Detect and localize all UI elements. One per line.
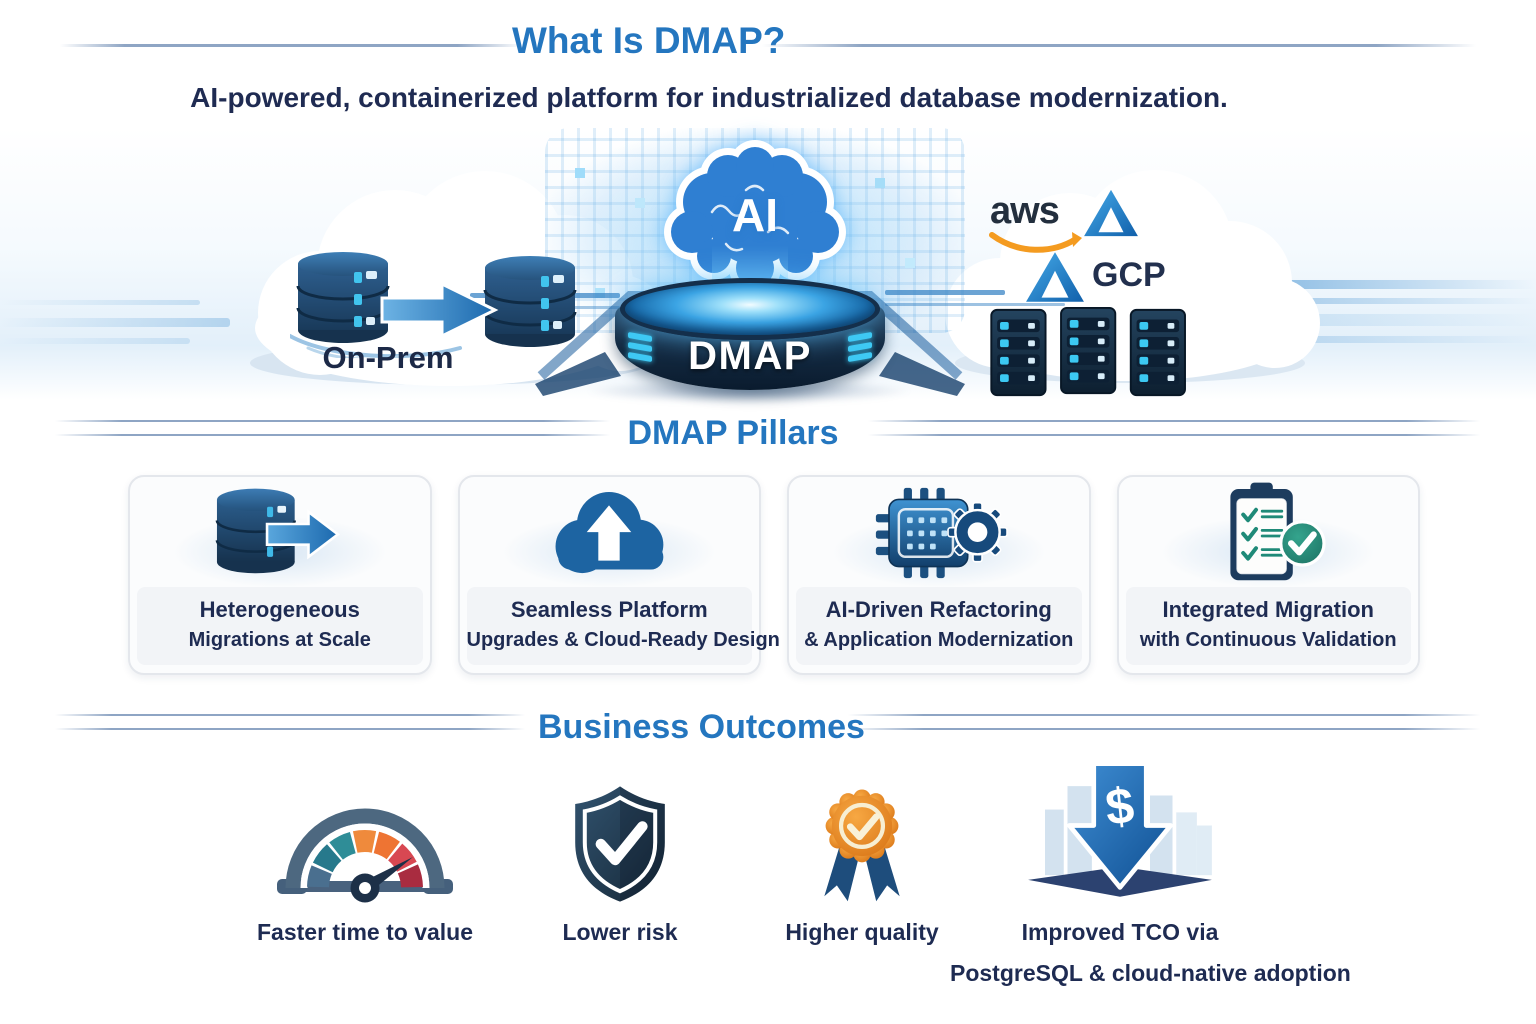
- pedestal-top-glow: [620, 278, 880, 340]
- outcome-label: Higher quality: [785, 919, 939, 945]
- outcome-label: Faster time to value: [256, 919, 474, 945]
- outcome-improved-tco: $ Improved TCO via PostgreSQL & cloud-na…: [950, 761, 1351, 990]
- pillars-divider-left: [55, 420, 610, 436]
- ai-label: AI: [732, 189, 778, 241]
- circuit-trace: [885, 303, 1065, 306]
- dmap-platform: DMAP: [584, 278, 914, 404]
- background-streak: [1210, 298, 1536, 304]
- card-title-line1: AI-Driven Refactoring: [825, 597, 1052, 622]
- card-icon-area: [130, 477, 430, 589]
- brain-graphic: [664, 140, 846, 294]
- on-prem-databases-icon: [290, 250, 577, 358]
- speedometer-icon: [277, 808, 453, 903]
- outcome-icon-area: $: [950, 761, 1290, 908]
- outcome-label-line2: PostgreSQL & cloud-native adoption: [950, 960, 1351, 986]
- card-title-line2: & Application Modernization: [804, 629, 1074, 651]
- aws-logo: aws: [990, 190, 1060, 232]
- hero-illustration: On-Prem: [0, 128, 1536, 404]
- outcomes-divider-right: [848, 714, 1480, 730]
- background-streak: [0, 318, 230, 327]
- gcp-logo: GCP: [1092, 256, 1166, 294]
- award-ribbon-icon: [824, 789, 900, 902]
- card-label: Seamless Platform Upgrades & Cloud-Ready…: [466, 587, 780, 665]
- card-title-line1: Integrated Migration: [1162, 597, 1374, 622]
- outcome-icon-area: [245, 768, 485, 908]
- card-label: Heterogeneous Migrations at Scale: [137, 587, 423, 665]
- card-title-line2: with Continuous Validation: [1139, 629, 1397, 651]
- outcome-faster-time-to-value: Faster time to value: [245, 768, 485, 949]
- card-icon-area: [1119, 477, 1419, 589]
- card-icon-area: [460, 477, 760, 589]
- pillars-divider-right: [868, 420, 1480, 436]
- dollar-glyph: $: [1103, 776, 1137, 836]
- card-title-line2: Upgrades & Cloud-Ready Design: [466, 629, 780, 651]
- card-label: AI-Driven Refactoring & Application Mode…: [796, 587, 1082, 665]
- background-streak: [1155, 336, 1535, 343]
- shield-check-icon: [575, 786, 665, 902]
- pillar-card-continuous-validation: Integrated Migration with Continuous Val…: [1116, 475, 1420, 675]
- on-prem-label: On-Prem: [322, 340, 454, 375]
- database-migration-icon: [215, 488, 340, 573]
- outcome-lower-risk: Lower risk: [520, 768, 720, 949]
- cloud-upload-icon: [555, 492, 664, 574]
- pillar-cards-row: Heterogeneous Migrations at Scale Seamle…: [128, 475, 1420, 675]
- page-subtitle: AI-powered, containerized platform for i…: [190, 82, 1228, 113]
- aws-swoosh-icon: [989, 232, 1082, 253]
- background-streak: [0, 300, 200, 305]
- pillar-card-platform-upgrades: Seamless Platform Upgrades & Cloud-Ready…: [457, 475, 780, 675]
- azure-logo: [1026, 252, 1084, 302]
- dmap-platform-label: DMAP: [688, 334, 812, 378]
- card-title-line1: Heterogeneous: [199, 597, 360, 622]
- outcome-higher-quality: Higher quality: [762, 768, 962, 949]
- outcome-label: Improved TCO via: [1021, 919, 1219, 945]
- pillar-card-ai-refactoring: AI-Driven Refactoring & Application Mode…: [787, 475, 1091, 675]
- clipboard-check-icon: [1230, 482, 1326, 581]
- header-divider-right: [762, 44, 1476, 47]
- card-title-line1: Seamless Platform: [510, 597, 708, 622]
- cloud-providers: aws GCP: [960, 168, 1240, 318]
- header-divider-left: [60, 44, 522, 47]
- card-icon-area: [789, 477, 1089, 589]
- pillar-card-heterogeneous-migrations: Heterogeneous Migrations at Scale: [128, 475, 432, 675]
- outcomes-divider-left: [55, 714, 525, 730]
- brain-ai-icon: AI: [650, 140, 860, 295]
- outcome-icon-area: [520, 768, 720, 908]
- chip-gear-icon: [875, 487, 1008, 579]
- card-title-line2: Migrations at Scale: [188, 629, 371, 651]
- cost-reduction-icon: $: [1028, 761, 1212, 897]
- background-streak: [0, 338, 190, 344]
- server-rack-icon: [990, 306, 1186, 397]
- pillars-section-title: DMAP Pillars: [627, 414, 839, 452]
- card-label: Integrated Migration with Continuous Val…: [1125, 587, 1411, 665]
- outcomes-section-title: Business Outcomes: [538, 708, 865, 746]
- circuit-squares: [575, 168, 585, 178]
- circuit-trace: [885, 290, 1005, 295]
- outcome-icon-area: [762, 768, 962, 908]
- background-streak: [1185, 280, 1536, 289]
- outcome-label: Lower risk: [562, 919, 678, 945]
- page-title: What Is DMAP?: [512, 20, 786, 61]
- azure-logo: [1084, 189, 1138, 237]
